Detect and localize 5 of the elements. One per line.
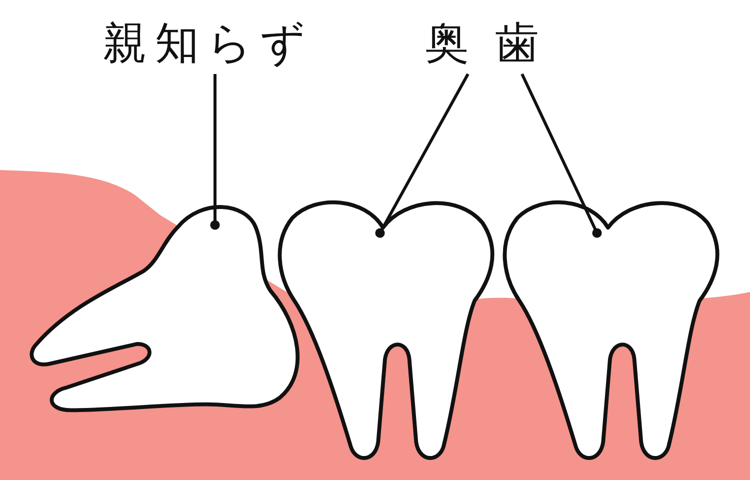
leader-line bbox=[520, 73, 602, 238]
leader-line bbox=[375, 73, 470, 238]
tooth-label: 親知らず bbox=[103, 18, 313, 70]
tooth-label: 奥歯 bbox=[425, 18, 565, 70]
leader-line bbox=[210, 74, 220, 230]
